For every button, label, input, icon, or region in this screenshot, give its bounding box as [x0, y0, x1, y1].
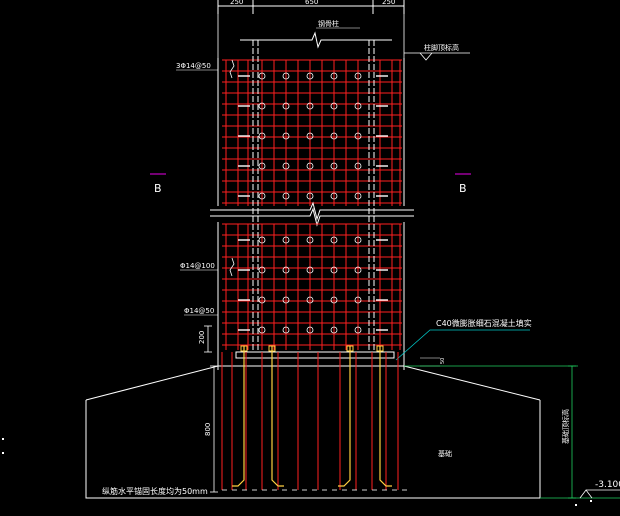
stud-circle: [282, 72, 290, 80]
column-outline-upper: [217, 58, 405, 206]
column-outline-lower: [217, 222, 405, 370]
stud-circle: [282, 102, 290, 110]
label-grout: C40微膨胀细石混凝土填实: [436, 318, 532, 328]
stud-circle: [306, 296, 314, 304]
stirrup-top-tick: [229, 59, 235, 79]
stud-circle: [354, 266, 362, 274]
stud-circle: [354, 72, 362, 80]
stud-circle: [354, 326, 362, 334]
stud-circle: [306, 132, 314, 140]
stud-circle: [330, 266, 338, 274]
bolt-nut: [376, 345, 384, 352]
elevation-marker-bottom: [579, 489, 620, 499]
stud-circle: [354, 236, 362, 244]
stud-circle: [258, 326, 266, 334]
dim-grout: 50: [440, 358, 446, 364]
stud-circle: [282, 266, 290, 274]
base-plate: [230, 351, 400, 367]
label-bottom-note: 纵筋水平锚固长度均为50mm: [102, 486, 208, 496]
dim-top-mid: 650: [305, 0, 318, 6]
stud-circle: [306, 266, 314, 274]
stud-circle: [306, 162, 314, 170]
stud-circle: [258, 102, 266, 110]
bolt-nut: [268, 345, 276, 352]
stud-circle: [258, 72, 266, 80]
top-dimension: [217, 0, 405, 14]
stud-circle: [306, 102, 314, 110]
stud-circle: [330, 192, 338, 200]
label-foundation: 基础: [438, 449, 452, 458]
stud-circle: [330, 102, 338, 110]
foundation-outline: [85, 365, 541, 499]
dim-800: 800: [204, 423, 212, 436]
stud-circle: [306, 72, 314, 80]
stud-circle: [354, 102, 362, 110]
stud-circle: [282, 132, 290, 140]
anchor-bolt: [379, 346, 392, 487]
label-elevation-top: 柱脚顶标高: [424, 43, 459, 52]
stud-circle: [258, 132, 266, 140]
stud-circle: [258, 236, 266, 244]
stud-circle: [258, 192, 266, 200]
grout-dim-line: [420, 357, 440, 367]
stud-circle: [282, 192, 290, 200]
stud-circle: [282, 236, 290, 244]
stud-circle: [282, 162, 290, 170]
elevation-marker-top: [404, 52, 470, 61]
stud-circle: [282, 296, 290, 304]
anchor-bolts: [221, 345, 407, 491]
label-stirrup-mid: Φ14@100: [180, 262, 215, 270]
stray-marks: [2, 438, 592, 506]
stud-circle: [354, 132, 362, 140]
section-mark-left: B: [154, 182, 162, 195]
stud-circle: [330, 326, 338, 334]
anchor-bolt: [232, 346, 245, 487]
stud-circle: [306, 236, 314, 244]
section-mark-right: B: [459, 182, 467, 195]
mid-break-line: [210, 201, 414, 227]
steel-column-flanges: [252, 40, 375, 352]
anchor-bolt: [338, 346, 351, 487]
dim-top-left: 250: [230, 0, 243, 6]
stud-circle: [354, 296, 362, 304]
stud-circle: [330, 132, 338, 140]
dim-200: 200: [198, 331, 206, 344]
rebar-grid-upper: [222, 59, 402, 206]
label-elevation-right: 基础顶标高: [561, 409, 570, 444]
dim-top-right: 250: [382, 0, 395, 6]
extension-lines: [217, 14, 405, 58]
dim-800-line: [210, 365, 218, 493]
grout-leader: [395, 329, 530, 361]
anchor-bolt: [271, 346, 284, 487]
stud-circle: [330, 162, 338, 170]
bolt-nut: [240, 345, 248, 352]
stud-circle: [258, 296, 266, 304]
stud-circle: [306, 326, 314, 334]
label-elevation-value: -3.100: [595, 480, 620, 490]
stud-circle: [330, 72, 338, 80]
stud-circle: [330, 296, 338, 304]
rebar-grid-lower: [222, 223, 402, 350]
top-break-line: [240, 31, 392, 49]
stud-circle: [354, 162, 362, 170]
stud-circle: [258, 266, 266, 274]
bolt-nut: [346, 345, 354, 352]
stud-circle: [354, 192, 362, 200]
stud-circle: [306, 192, 314, 200]
stud-circle: [282, 326, 290, 334]
dim-200-line: [204, 325, 212, 353]
elevation-leader-right: [404, 365, 620, 499]
stud-circle: [258, 162, 266, 170]
label-stirrup-low: Φ14@50: [184, 307, 214, 315]
label-column-top: 钢骨柱: [318, 19, 339, 28]
label-stirrup-top: 3Φ14@50: [176, 62, 211, 70]
stirrup-mid-tick: [229, 257, 235, 277]
stud-circle: [330, 236, 338, 244]
